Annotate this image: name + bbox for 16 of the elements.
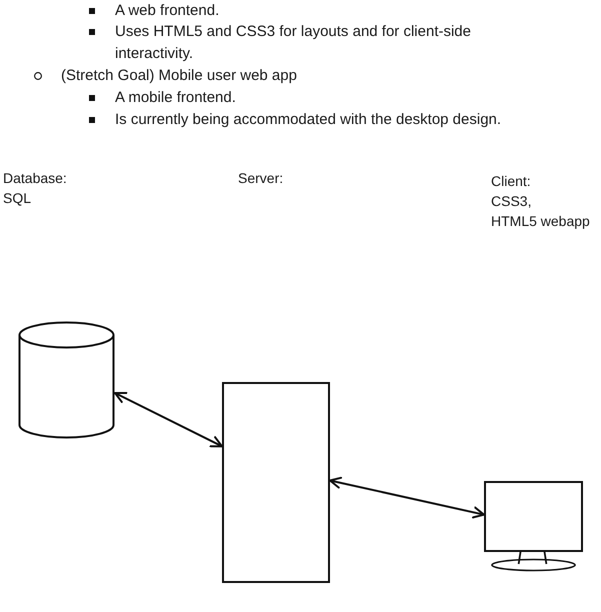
monitor-icon [484,481,583,572]
tier-heading: Database: [3,169,67,188]
list-item-text: Uses HTML5 and CSS3 for layouts and for client-side interactivity. [115,22,472,64]
list-item-text: (Stretch Goal) Mobile user web app [61,66,297,86]
tier-heading: Client: [491,172,531,191]
arrow [114,392,223,448]
technology-label: CSS3, [491,192,532,211]
tier-heading: Server: [238,169,284,188]
server-box [222,382,330,583]
list-item-text: Is currently being accommodated with the desktop design. [115,110,502,130]
arrow [329,476,485,518]
list-item-text: A mobile frontend. [115,88,236,108]
technology-label: SQL [3,189,32,208]
list-item-text: A web frontend. [115,1,220,21]
database-cylinder [18,321,115,439]
technology-label: HTML5 webapp [491,212,590,231]
